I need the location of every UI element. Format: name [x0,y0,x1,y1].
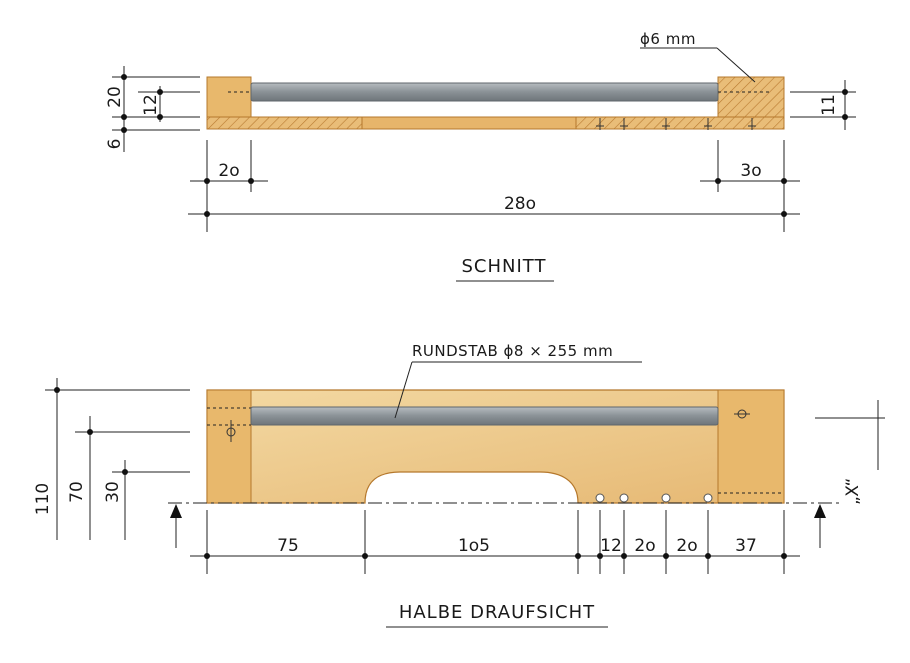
rod-label: RUNDSTAB ϕ8 × 255 mm [412,342,613,360]
section-mark-label: „X“ [843,478,863,505]
section-base-mid [361,116,577,130]
dim-section-right-height: 11 [819,94,839,116]
section-title: SCHNITT [462,256,547,277]
dim-plan-seg-6: 37 [735,536,757,556]
dim-section-groove: 12 [141,94,161,116]
plan-right-block [717,389,785,504]
plan-rod [250,406,719,426]
plan-bottom-dims [190,510,800,574]
dim-section-base: 6 [105,139,125,150]
dim-plan-seg-3: 12 [600,536,622,556]
dim-section-total-length: 28o [504,194,536,214]
plan-drill-holes [595,493,713,503]
plan-left-block [206,389,252,504]
section-base-left [206,116,363,130]
section-left-dims [112,66,200,152]
dim-plan-seg-4: 2o [634,536,655,556]
section-rod [250,82,719,102]
section-drill-marks [596,118,756,130]
section-bottom-dims [188,140,800,232]
dim-plan-depth-total: 110 [33,483,53,515]
dim-plan-seg-1: 75 [277,536,299,556]
section-base-right [575,116,785,130]
plan-dowel-marks [226,409,750,442]
section-view: ϕ6 mm 20 12 6 11 [105,30,856,282]
section-left-block [206,76,252,118]
section-right-block [717,76,785,118]
section-mark-arrows [170,504,826,548]
plan-title: HALBE DRAUFSICHT [399,602,595,623]
dim-plan-depth-rod: 70 [67,481,87,503]
plan-left-dims [45,378,190,540]
dim-plan-seg-2: 1o5 [458,536,490,556]
dim-plan-depth-cutout: 30 [103,481,123,503]
dim-plan-seg-5: 2o [676,536,697,556]
dim-section-left-width: 2o [218,161,239,181]
dim-section-right-width: 3o [740,161,761,181]
dim-section-height-total: 20 [105,86,125,108]
section-right-dims [790,80,856,130]
dowel-label: ϕ6 mm [640,30,696,48]
plan-view: RUNDSTAB ϕ8 × 255 mm „X“ 110 70 30 [33,342,885,628]
